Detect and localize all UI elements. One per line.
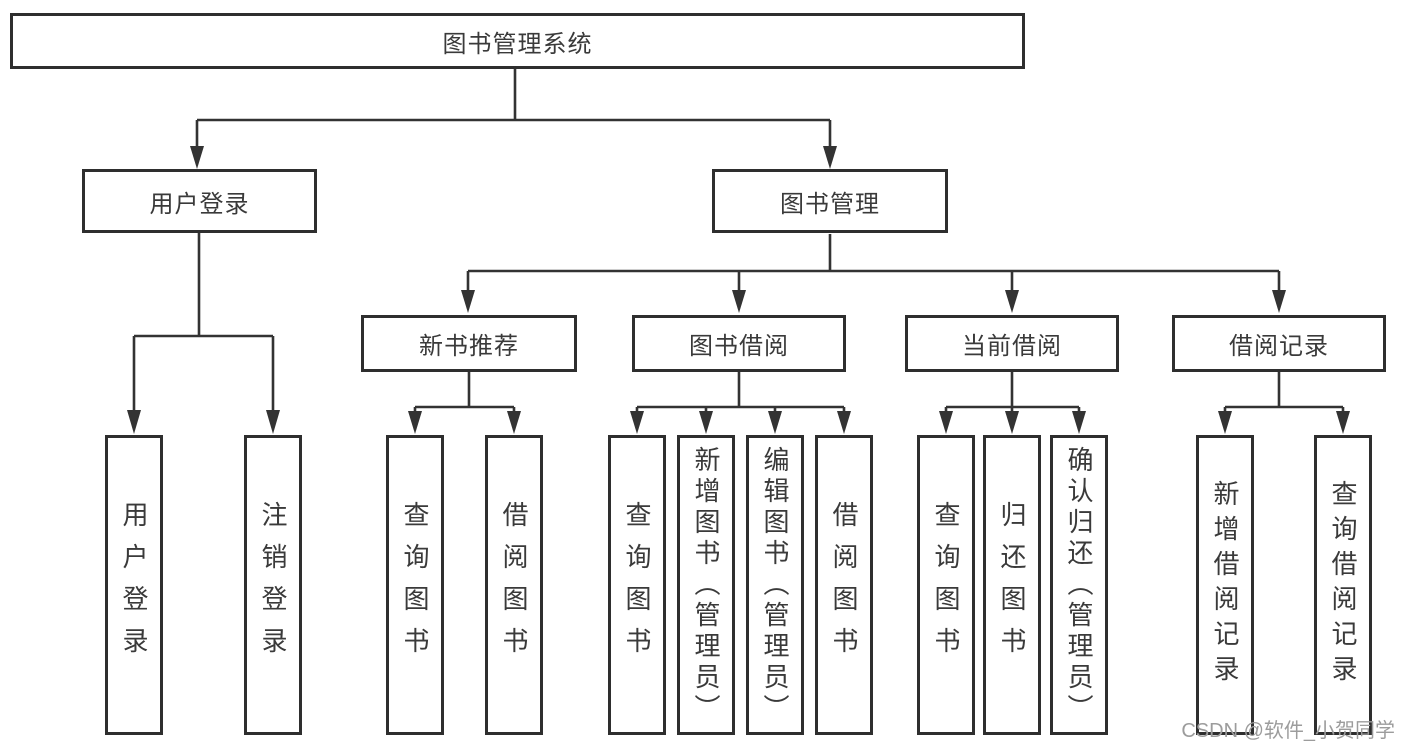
node-current-borrow: 当前借阅 (905, 315, 1119, 372)
leaf-logout: 注销登录 (244, 435, 302, 735)
node-user-login-branch: 用户登录 (82, 169, 317, 233)
node-label: 新增图书（管理员） (691, 445, 721, 725)
node-label: 图书管理系统 (442, 30, 593, 58)
node-label: 图书借阅 (689, 333, 789, 360)
node-book-borrow: 图书借阅 (632, 315, 846, 372)
node-label: 用户登录 (149, 190, 250, 218)
leaf-query-books-1: 查询图书 (386, 435, 444, 735)
node-label: 图书管理 (780, 190, 880, 218)
leaf-query-books-3: 查询图书 (917, 435, 975, 735)
node-book-management-branch: 图书管理 (712, 169, 948, 233)
node-label: 当前借阅 (962, 333, 1062, 360)
node-label: 新增借阅记录 (1210, 480, 1240, 690)
node-label: 借阅记录 (1229, 333, 1329, 360)
node-label: 用户登录 (119, 501, 149, 669)
arrowheads (127, 146, 1350, 434)
leaf-borrow-books-1: 借阅图书 (485, 435, 543, 735)
node-label: 查询图书 (400, 501, 430, 669)
leaf-add-books-admin: 新增图书（管理员） (677, 435, 735, 735)
leaf-query-books-2: 查询图书 (608, 435, 666, 735)
leaf-edit-books-admin: 编辑图书（管理员） (746, 435, 804, 735)
node-library-management-system: 图书管理系统 (10, 13, 1025, 69)
leaf-user-login: 用户登录 (105, 435, 163, 735)
csdn-watermark: CSDN @软件_小贺同学 (1181, 720, 1395, 742)
leaf-borrow-books-2: 借阅图书 (815, 435, 873, 735)
leaf-add-borrow-record: 新增借阅记录 (1196, 435, 1254, 735)
node-label: 编辑图书（管理员） (760, 445, 790, 725)
node-label: 查询借阅记录 (1328, 480, 1358, 690)
node-label: 借阅图书 (499, 501, 529, 669)
leaf-confirm-return-admin: 确认归还（管理员） (1050, 435, 1108, 735)
leaf-return-books: 归还图书 (983, 435, 1041, 735)
node-label: 注销登录 (258, 501, 288, 669)
node-label: 归还图书 (997, 501, 1027, 669)
node-label: 借阅图书 (829, 501, 859, 669)
node-label: 新书推荐 (419, 333, 519, 360)
node-borrow-records: 借阅记录 (1172, 315, 1386, 372)
node-label: 查询图书 (931, 501, 961, 669)
node-label: 查询图书 (622, 501, 652, 669)
leaf-query-borrow-record: 查询借阅记录 (1314, 435, 1372, 735)
node-new-book-recommend: 新书推荐 (361, 315, 577, 372)
node-label: 确认归还（管理员） (1064, 445, 1094, 725)
